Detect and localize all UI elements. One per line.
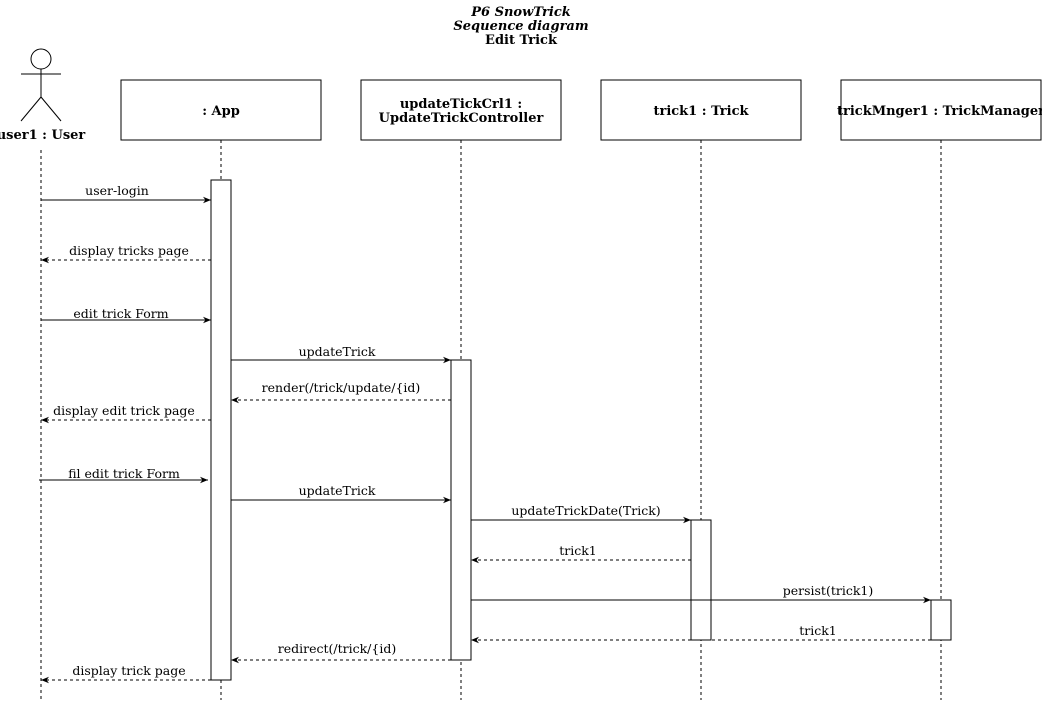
participant-box	[840, 79, 1042, 141]
participant-label: trick1 : Trick	[653, 104, 749, 119]
participant-trick: trick1 : Trick	[600, 79, 802, 141]
title-line-1: P6 SnowTrick	[470, 5, 571, 20]
participant-app: : App	[120, 79, 322, 141]
participant-box	[360, 79, 562, 141]
message-label: updateTrickDate(Trick)	[511, 503, 660, 518]
participant-label: : App	[202, 104, 240, 119]
message-label: display tricks page	[69, 243, 189, 258]
participant-controller: updateTickCrl1 : UpdateTrickController	[360, 79, 562, 141]
message-label: display trick page	[72, 663, 185, 678]
activation-manager	[930, 599, 952, 641]
activation-app	[210, 179, 232, 681]
message-label: edit trick Form	[73, 306, 168, 321]
message-label: fil edit trick Form	[68, 466, 180, 481]
message-label: updateTrick	[299, 344, 376, 359]
message-list	[39, 196, 931, 684]
message-label: display edit trick page	[53, 403, 195, 418]
participant-label-line-2: UpdateTrickController	[379, 111, 544, 126]
message-label: render(/trick/update/{id)	[262, 380, 421, 395]
participant-manager: trickMnger1 : TrickManager	[837, 79, 1042, 141]
message-label: user-login	[85, 183, 149, 198]
participant-box	[600, 79, 802, 141]
participant-box	[120, 79, 322, 141]
title-line-3: Edit Trick	[485, 33, 558, 48]
message-label: persist(trick1)	[783, 583, 874, 598]
actor-head	[30, 48, 52, 70]
actor-right-leg	[40, 96, 62, 122]
message-label: redirect(/trick/{id)	[278, 641, 396, 656]
participant-label: trickMnger1 : TrickManager	[837, 104, 1042, 119]
actor-left-leg	[20, 96, 42, 122]
message-label: updateTrick	[299, 483, 376, 498]
message-label: trick1	[799, 623, 837, 638]
actor-user	[20, 48, 62, 122]
participant-label-line-1: updateTickCrl1 :	[400, 97, 522, 112]
diagram-title: P6 SnowTrick Sequence diagram Edit Trick	[453, 5, 588, 48]
title-line-2: Sequence diagram	[453, 19, 588, 34]
actor-label: user1 : User	[0, 128, 85, 143]
message-label: trick1	[559, 543, 597, 558]
activation-controller	[450, 359, 472, 661]
activation-trick	[690, 519, 712, 641]
